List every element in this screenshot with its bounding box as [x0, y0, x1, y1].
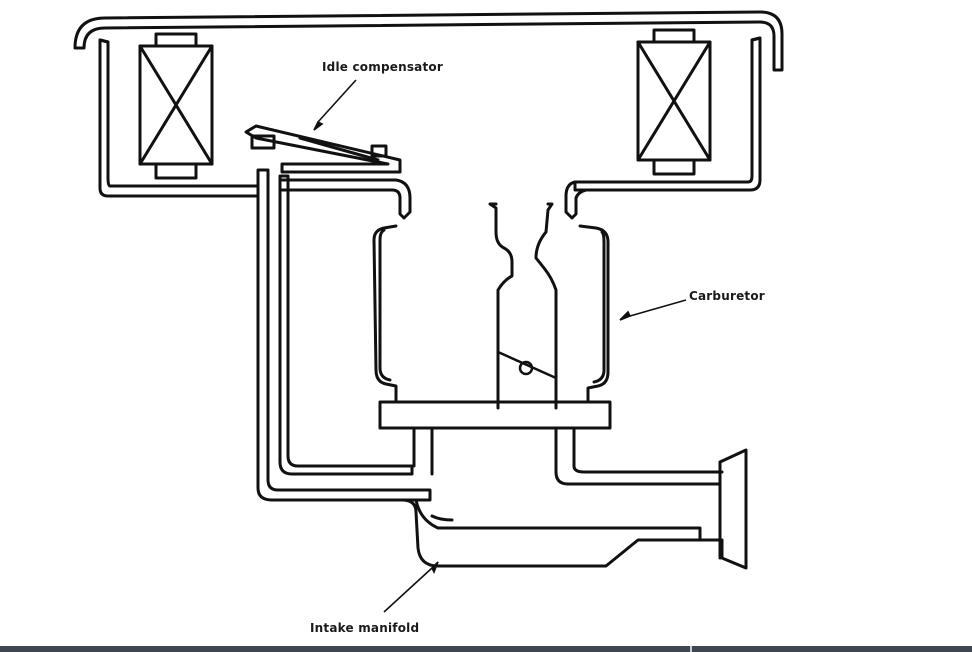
label-intake-manifold: Intake manifold: [310, 621, 420, 635]
bottom-bar: [0, 646, 972, 652]
intake-manifold: [400, 428, 748, 570]
carburetor-body: [372, 202, 612, 430]
label-carburetor: Carburetor: [689, 289, 765, 303]
right-filter-element: [636, 28, 712, 176]
left-filter-element: [138, 32, 214, 180]
bottom-bar-divider: [690, 646, 692, 652]
bypass-hose: [256, 168, 432, 502]
leader-lines: [313, 79, 687, 613]
carburetor-neck: [280, 178, 588, 220]
idle-compensator-valve: [244, 124, 402, 174]
label-idle-compensator: Idle compensator: [322, 60, 443, 74]
